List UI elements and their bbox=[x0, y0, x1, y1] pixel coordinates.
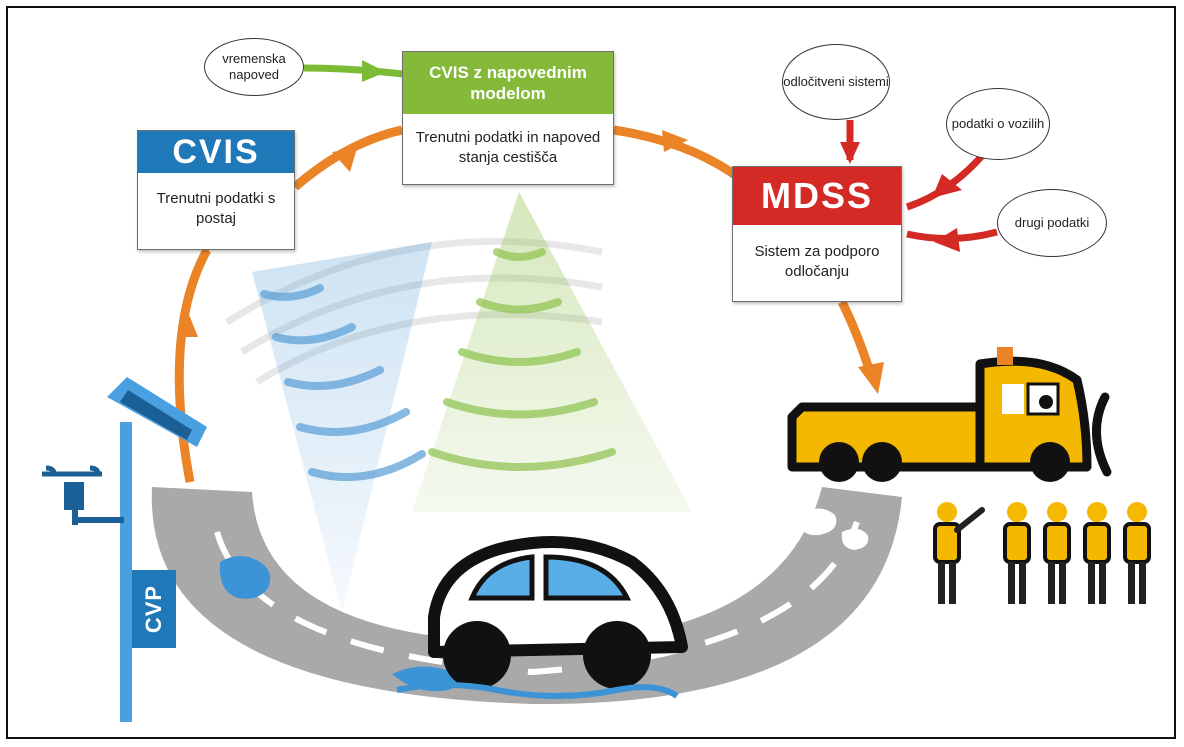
input-arrowheads bbox=[840, 142, 962, 252]
cvis-box: CVIS Trenutni podatki s postaj bbox=[137, 130, 295, 250]
vehicle-data-bubble: podatki o vozilih bbox=[946, 88, 1050, 160]
decision-systems-bubble: odločitveni sistemi bbox=[782, 44, 890, 120]
other-data-bubble: drugi podatki bbox=[997, 189, 1107, 257]
mdss-title: MDSS bbox=[733, 167, 901, 225]
car-icon bbox=[396, 536, 688, 699]
mdss-description: Sistem za podporo odločanju bbox=[754, 243, 880, 280]
road-worker-icon bbox=[1043, 502, 1071, 604]
water-puddle-icon bbox=[219, 556, 271, 599]
snowplow-truck-icon bbox=[787, 347, 1112, 482]
cvis-title: CVIS bbox=[138, 131, 294, 173]
forecast-model-description: Trenutni podatki in napoved stanja cesti… bbox=[415, 129, 601, 166]
cvp-station-label: CVP bbox=[132, 570, 176, 648]
weather-station-icon bbox=[42, 377, 207, 722]
cycle-arrowheads bbox=[177, 130, 884, 394]
blue-signal-cone-icon bbox=[252, 242, 432, 612]
road-workers bbox=[933, 502, 1151, 604]
road bbox=[151, 487, 902, 705]
cvp-label-text: CVP bbox=[141, 584, 166, 634]
cvis-description: Trenutni podatki s postaj bbox=[156, 190, 276, 227]
arrow-forecast-to-model bbox=[303, 60, 403, 82]
forecast-model-box: CVIS z napovednim modelom Trenutni podat… bbox=[402, 51, 614, 185]
road-worker-icon bbox=[1123, 502, 1151, 604]
weather-forecast-bubble: vremenska napoved bbox=[204, 38, 304, 96]
green-signal-cone-icon bbox=[412, 192, 692, 512]
road-worker-icon bbox=[1003, 502, 1031, 604]
diagram-canvas bbox=[42, 60, 1151, 722]
road-worker-icon bbox=[1083, 502, 1111, 604]
snow-patch-icon bbox=[732, 508, 869, 553]
diagram-frame: CVIS Trenutni podatki s postaj CVIS z na… bbox=[6, 6, 1176, 739]
arrow-station-to-cvis bbox=[174, 246, 211, 483]
road-worker-icon bbox=[933, 502, 985, 604]
arrow-mdss-to-truck bbox=[837, 299, 875, 376]
forecast-model-title: CVIS z napovednim modelom bbox=[403, 52, 613, 114]
arrow-model-to-mdss bbox=[613, 125, 746, 184]
mdss-box: MDSS Sistem za podporo odločanju bbox=[732, 166, 902, 302]
